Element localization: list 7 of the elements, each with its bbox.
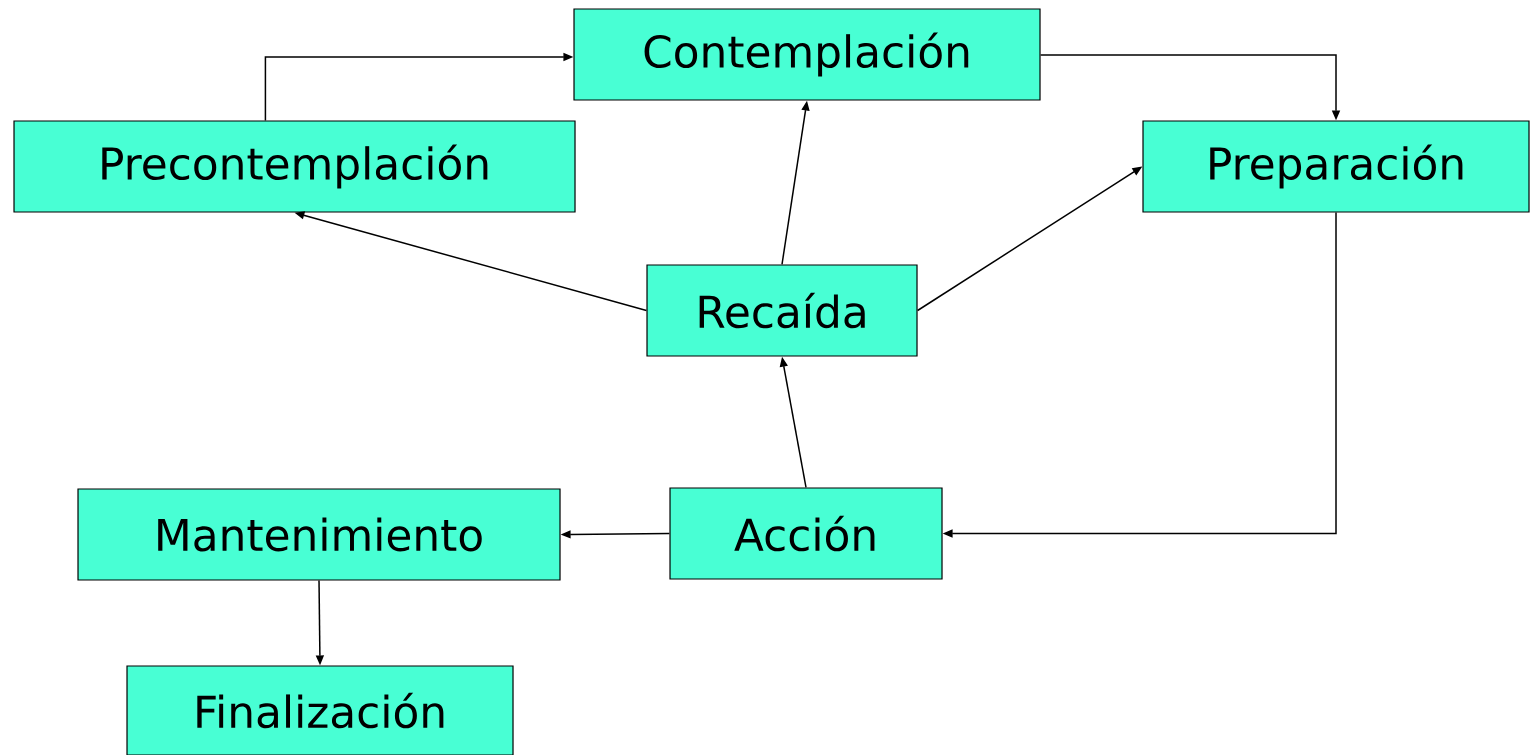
stage-box: Contemplación bbox=[573, 8, 1041, 101]
stage-box: Preparación bbox=[1142, 120, 1530, 213]
stage-box: Acción bbox=[669, 487, 943, 580]
stage-box: Finalización bbox=[126, 665, 514, 755]
stage-box: Recaída bbox=[646, 264, 918, 357]
stage-box: Precontemplación bbox=[13, 120, 576, 213]
stage-box: Mantenimiento bbox=[77, 488, 561, 581]
